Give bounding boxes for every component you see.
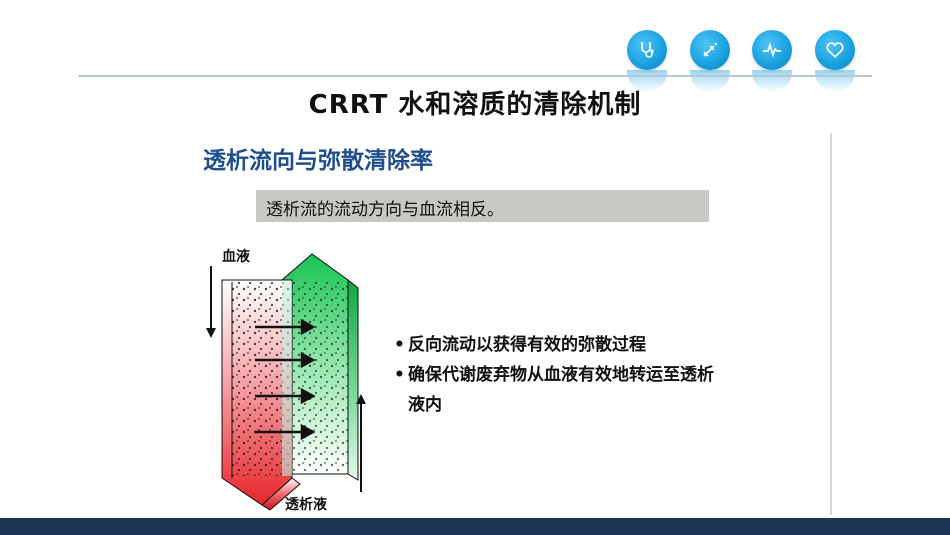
heart-icon[interactable]	[815, 30, 855, 70]
bullet-dot: •	[394, 365, 405, 385]
banner: 透析流的流动方向与血流相反。	[256, 190, 709, 222]
bullet-list: • 反向流动以获得有效的弥散过程 • 确保代谢废弃物从血液有效地转运至透析液内	[394, 330, 724, 420]
dialysate-label: 透析液	[285, 497, 327, 513]
blood-label: 血液	[222, 249, 250, 265]
bullet-dot: •	[394, 335, 405, 355]
slide-title: CRRT 水和溶质的清除机制	[308, 90, 642, 120]
heartbeat-icon[interactable]	[752, 30, 792, 70]
stethoscope-icon[interactable]	[627, 30, 667, 70]
bullet-text: 反向流动以获得有效的弥散过程	[408, 335, 646, 355]
bullet-text: 确保代谢废弃物从血液有效地转运至透析液内	[408, 365, 714, 415]
list-item: • 确保代谢废弃物从血液有效地转运至透析液内	[394, 360, 724, 420]
panel-border	[830, 133, 832, 515]
banner-text: 透析流的流动方向与血流相反。	[266, 200, 504, 220]
footer-bar	[0, 518, 950, 535]
panel-subtitle: 透析流向与弥散清除率	[203, 148, 433, 174]
list-item: • 反向流动以获得有效的弥散过程	[394, 330, 724, 360]
header-divider	[78, 75, 872, 77]
syringe-icon[interactable]	[690, 30, 730, 70]
